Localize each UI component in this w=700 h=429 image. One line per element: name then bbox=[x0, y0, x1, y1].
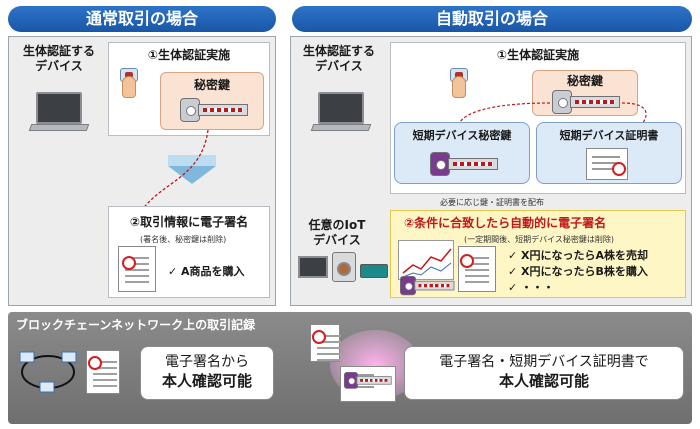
short-term-cert-label: 短期デバイス証明書 bbox=[559, 129, 659, 142]
record-seal-icon-left bbox=[88, 356, 102, 370]
short-term-key-icon-iot bbox=[400, 276, 456, 296]
stock-chart-icon bbox=[398, 240, 454, 280]
secret-key-box bbox=[160, 72, 264, 130]
step1-label: ①生体認証実施 bbox=[147, 48, 231, 62]
short-term-key-icon bbox=[430, 152, 500, 176]
secret-key-icon bbox=[180, 98, 250, 122]
auto-signature-seal-icon bbox=[460, 254, 474, 268]
iot-devices-icon bbox=[298, 252, 390, 282]
secret-key-box-right bbox=[532, 70, 638, 116]
purchase-item-label: ✓ A商品を購入 bbox=[168, 265, 245, 278]
cert-seal-icon bbox=[612, 162, 626, 176]
left-result-line2: 本人確認可能 bbox=[161, 372, 252, 390]
auto-trade-header: 自動取引の場合 bbox=[292, 6, 692, 32]
iot-device-label: 任意のIoT デバイス bbox=[308, 218, 366, 247]
secret-key-label-right: 秘密鍵 bbox=[566, 74, 603, 88]
right-result-box: 電子署名・短期デバイス証明書で 本人確認可能 bbox=[404, 346, 684, 400]
down-arrow-band bbox=[168, 155, 216, 166]
record-seal-icon-right bbox=[312, 330, 326, 344]
auto-signed-document-icon bbox=[458, 246, 496, 292]
blockchain-network-icon bbox=[18, 350, 78, 394]
secret-key-icon-right bbox=[552, 90, 622, 114]
down-arrow-icon bbox=[168, 166, 216, 184]
step1-label-right: ①生体認証実施 bbox=[496, 48, 580, 62]
blockchain-record-title: ブロックチェーンネットワーク上の取引記録 bbox=[16, 318, 256, 332]
biometric-device-label-right: 生体認証する デバイス bbox=[302, 44, 375, 73]
left-result-line1: 電子署名から bbox=[165, 354, 249, 370]
short-term-key-label: 短期デバイス秘密鍵 bbox=[412, 129, 512, 142]
right-result-line1: 電子署名・短期デバイス証明書で bbox=[439, 354, 649, 370]
condition-item: ✓ X円になったらA株を売却 bbox=[508, 249, 649, 262]
condition-item: ✓ ・・・ bbox=[508, 281, 555, 294]
condition-list: ✓ X円になったらA株を売却 ✓ X円になったらB株を購入 ✓ ・・・ bbox=[508, 248, 648, 296]
biometric-device-label: 生体認証する デバイス bbox=[22, 44, 95, 73]
condition-item: ✓ X円になったらB株を購入 bbox=[508, 265, 648, 278]
record-key-icon-right bbox=[344, 372, 393, 389]
normal-trade-header: 通常取引の場合 bbox=[8, 6, 276, 32]
step2-label-right: ②条件に合致したら自動的に電子署名 bbox=[404, 216, 607, 230]
step2-note-right: (一定期間後、短期デバイス秘密鍵は削除) bbox=[464, 235, 615, 244]
secret-key-label: 秘密鍵 bbox=[193, 78, 230, 92]
fingerprint-sensor-icon bbox=[118, 68, 140, 98]
right-result-line2: 本人確認可能 bbox=[498, 372, 589, 390]
signed-document-icon bbox=[118, 246, 156, 292]
signature-seal-icon bbox=[122, 256, 136, 270]
left-result-box: 電子署名から 本人確認可能 bbox=[140, 346, 274, 400]
step2-label: ②取引情報に電子署名 bbox=[129, 215, 249, 229]
distribution-note: 必要に応じ鍵・証明書を配布 bbox=[440, 198, 544, 207]
fingerprint-sensor-icon-right bbox=[448, 68, 470, 98]
short-term-key-box bbox=[394, 122, 530, 184]
step2-note: (署名後、秘密鍵は削除) bbox=[140, 235, 227, 244]
